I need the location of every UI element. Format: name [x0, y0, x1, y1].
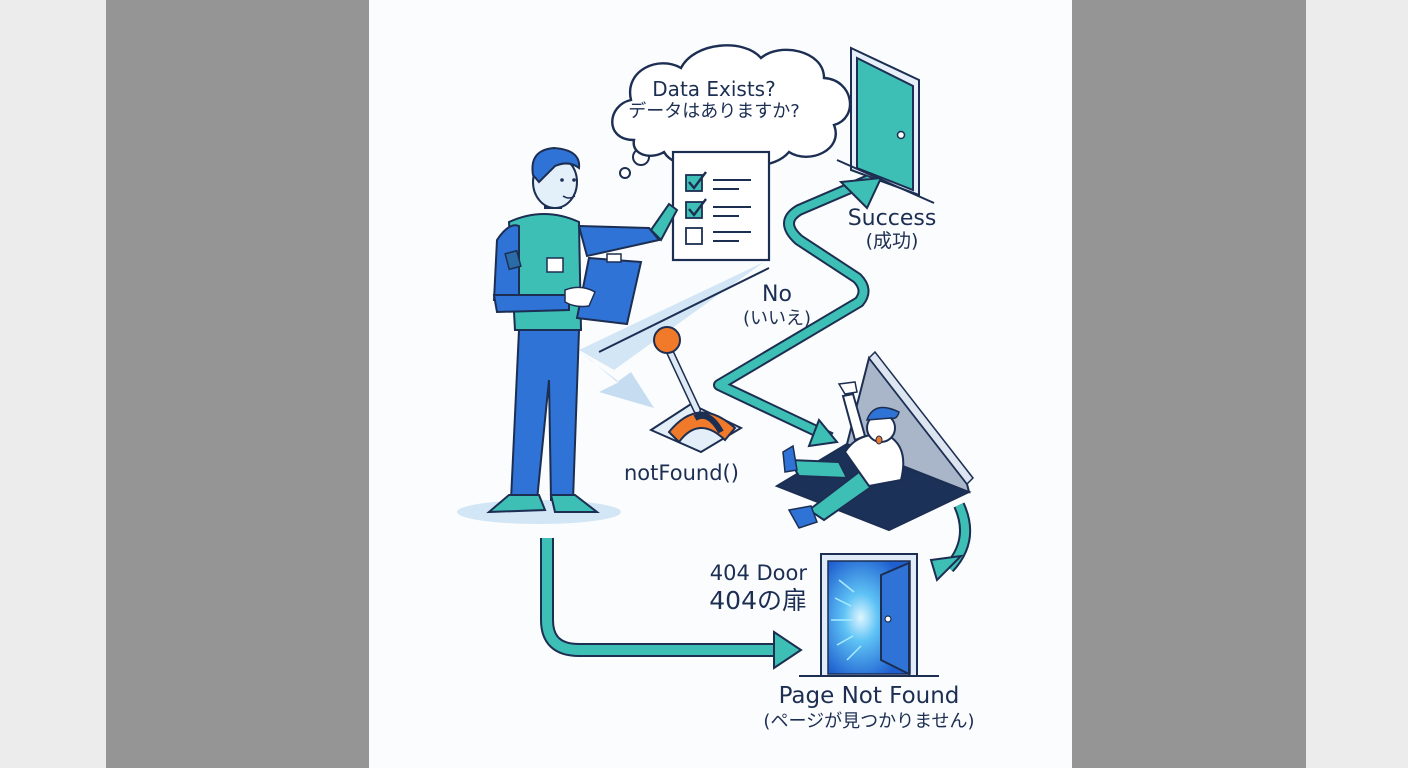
teal-zigzag-arrow	[713, 174, 883, 448]
success-label-en: Success	[847, 206, 937, 231]
checklist-document	[671, 150, 771, 262]
side-panel-right	[1072, 0, 1306, 768]
question-label-en: Data Exists?	[652, 77, 776, 101]
question-label: Data Exists? データはありますか?	[609, 78, 819, 122]
inspector-person	[457, 146, 679, 524]
diagram-canvas: Data Exists? データはありますか? Success (成功) No …	[369, 0, 1072, 768]
no-branch-label: No (いいえ)	[731, 282, 823, 330]
notfound-function-label: notFound()	[624, 461, 739, 485]
trapdoor-scene	[774, 350, 974, 532]
success-label: Success (成功)	[839, 206, 945, 253]
diagram-artwork	[457, 44, 974, 677]
success-door	[836, 46, 935, 204]
side-panel-left	[106, 0, 369, 768]
page-not-found-label: Page Not Found (ページが見つかりません)	[739, 683, 999, 733]
question-label-jp: データはありますか?	[628, 101, 800, 122]
door-404-label-jp: 404の扉	[709, 586, 807, 616]
teal-elbow-arrow	[540, 538, 803, 670]
lever-switch	[648, 326, 744, 454]
no-label-jp: (いいえ)	[742, 308, 812, 330]
teal-curved-arrow	[929, 502, 971, 582]
page-not-found-jp: (ページが見つかりません)	[763, 711, 975, 733]
outer-margin-left	[0, 0, 106, 768]
door-404-label-en: 404 Door	[709, 561, 807, 585]
success-label-jp: (成功)	[865, 230, 919, 253]
door-404-label: 404 Door 404の扉	[687, 561, 807, 616]
light-blue-arrow	[579, 262, 770, 408]
no-label-en: No	[762, 282, 792, 307]
glowing-404-door	[799, 553, 939, 677]
outer-margin-right	[1306, 0, 1408, 768]
page-not-found-en: Page Not Found	[778, 683, 960, 709]
